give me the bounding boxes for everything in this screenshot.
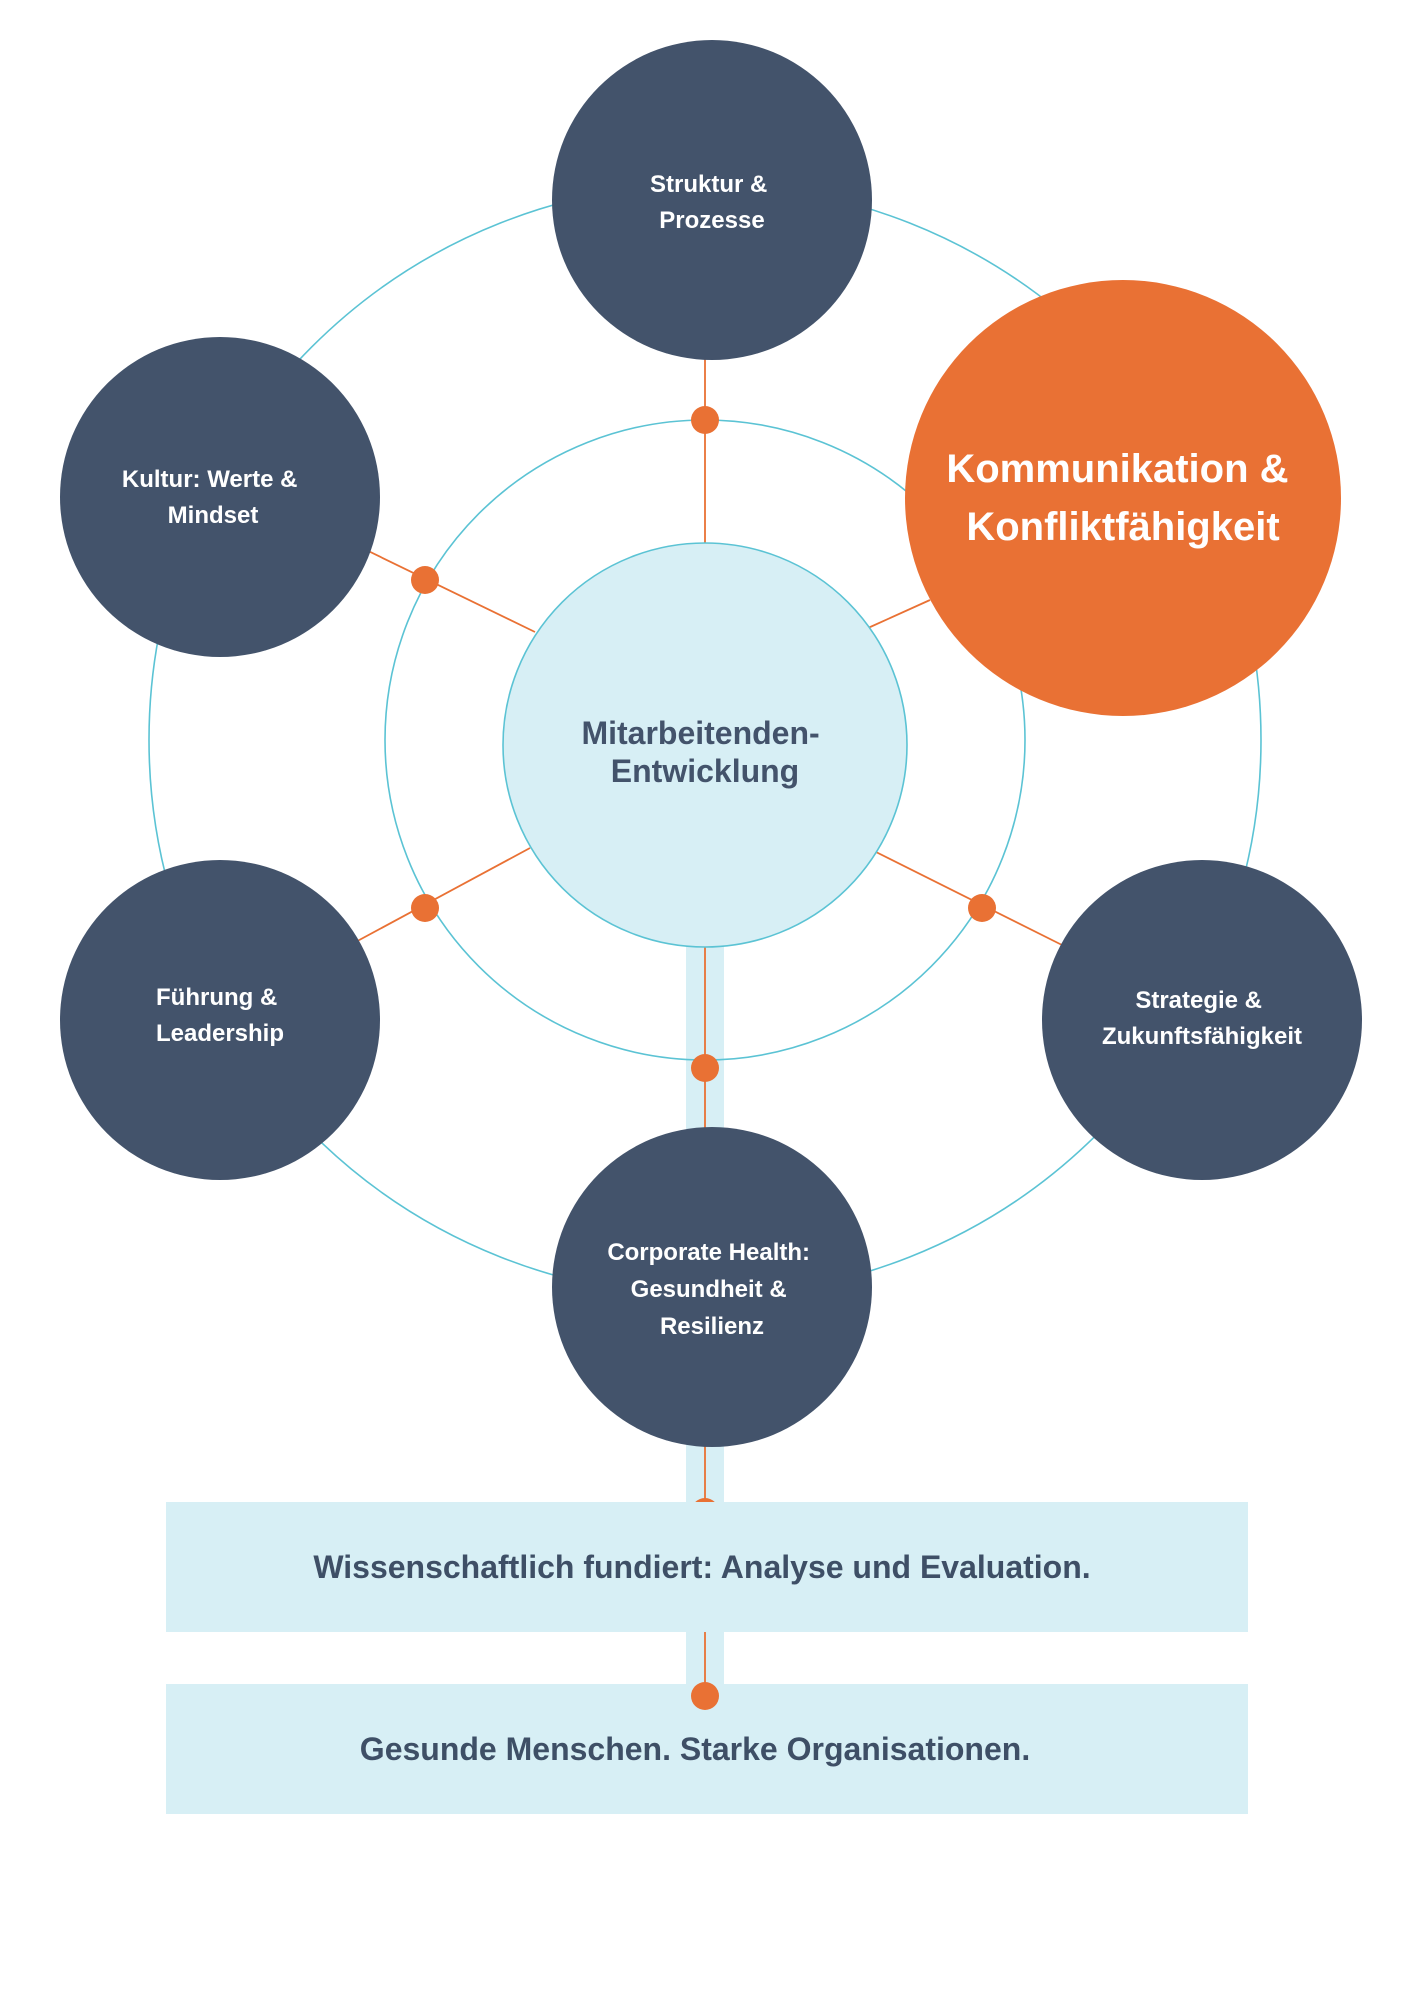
connector-dot-health bbox=[691, 1054, 719, 1082]
banner-analysis: Wissenschaftlich fundiert: Analyse und E… bbox=[166, 1502, 1248, 1632]
center-circle bbox=[502, 542, 908, 948]
node-kommunikation-label: Kommunikation & Konfliktfähigkeit bbox=[946, 447, 1299, 549]
node-struktur-line-1: Struktur & bbox=[650, 171, 767, 198]
node-struktur-circle[interactable] bbox=[552, 40, 872, 360]
node-fuehrung-label: Führung & Leadership bbox=[156, 984, 284, 1047]
node-health-line-3: Resilienz bbox=[660, 1313, 764, 1340]
node-health-label: Corporate Health: Gesundheit & Resilienz bbox=[607, 1239, 816, 1340]
node-kultur-label: Kultur: Werte & Mindset bbox=[122, 466, 304, 529]
connector-dot-kultur bbox=[411, 566, 439, 594]
node-struktur-label: Struktur & Prozesse bbox=[650, 171, 774, 234]
node-kultur-line-2: Mindset bbox=[168, 502, 259, 529]
node-health-circle[interactable] bbox=[552, 1127, 872, 1447]
spoke-kultur bbox=[359, 546, 536, 633]
node-strategie-line-1: Strategie & bbox=[1135, 987, 1262, 1014]
node-health-line-1: Corporate Health: bbox=[607, 1239, 810, 1266]
spoke-kommunikation bbox=[867, 599, 931, 629]
node-health-line-2: Gesundheit & bbox=[631, 1276, 787, 1303]
node-fuehrung-circle[interactable] bbox=[60, 860, 380, 1180]
node-strategie-circle[interactable] bbox=[1042, 860, 1362, 1180]
spoke-fuehrung bbox=[349, 847, 531, 946]
connector-dot-struktur bbox=[691, 406, 719, 434]
node-struktur-line-2: Prozesse bbox=[659, 207, 764, 234]
spoke-strategie bbox=[867, 847, 1063, 946]
spokes bbox=[349, 340, 1063, 1684]
connector-dot-strategie bbox=[968, 894, 996, 922]
node-kommunikation-line-1: Kommunikation & bbox=[946, 447, 1288, 491]
node-kommunikation-line-2: Konfliktfähigkeit bbox=[966, 505, 1279, 549]
banner-analysis-text: Wissenschaftlich fundiert: Analyse und E… bbox=[313, 1548, 1091, 1585]
node-strategie-line-2: Zukunftsfähigkeit bbox=[1102, 1023, 1302, 1050]
node-kommunikation-circle[interactable] bbox=[905, 280, 1341, 716]
connector-dot-banner-2 bbox=[691, 1682, 719, 1710]
node-fuehrung-line-2: Leadership bbox=[156, 1020, 284, 1047]
center-label: Mitarbeitenden- Entwicklung bbox=[581, 715, 828, 789]
banner-slogan-text: Gesunde Menschen. Starke Organisationen. bbox=[359, 1730, 1031, 1767]
node-fuehrung-line-1: Führung & bbox=[156, 984, 277, 1011]
node-strategie-label: Strategie & Zukunftsfähigkeit bbox=[1102, 987, 1302, 1050]
center-label-line-1: Mitarbeitenden- bbox=[581, 715, 819, 751]
node-kultur-circle[interactable] bbox=[60, 337, 380, 657]
connector-dot-fuehrung bbox=[411, 894, 439, 922]
center-label-line-2: Entwicklung bbox=[611, 753, 799, 789]
node-kultur-line-1: Kultur: Werte & bbox=[122, 466, 298, 493]
